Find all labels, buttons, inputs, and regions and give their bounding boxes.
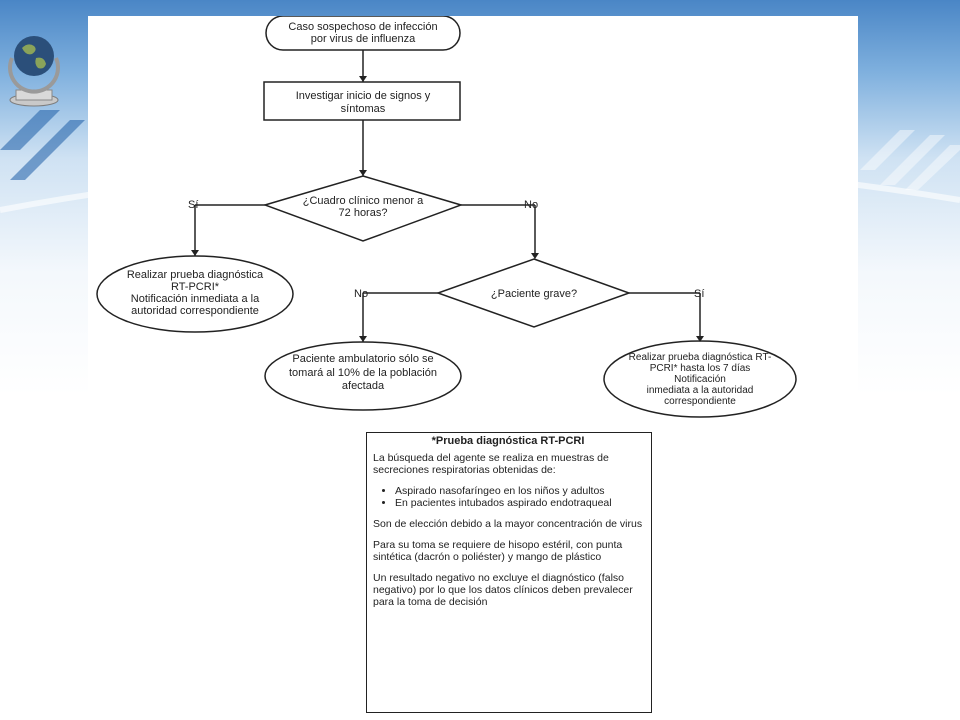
- process-label-line1: Investigar inicio de signos y: [296, 90, 431, 102]
- severe-line1: Realizar prueba diagnóstica RT-: [629, 352, 772, 363]
- decision-diamond-1: [262, 175, 464, 242]
- notes-bullet-1: Aspirado nasofaríngeo en los niños y adu…: [395, 485, 643, 497]
- start-label-line2: por virus de influenza: [311, 33, 416, 45]
- arrow-head: [359, 170, 367, 176]
- left-result-line3: Notificación inmediata a la: [131, 293, 260, 305]
- ambulatory-line3: afectada: [342, 380, 385, 392]
- arrow-head: [696, 336, 704, 342]
- ambulatory-line2: tomará al 10% de la población: [289, 367, 437, 379]
- flowchart: Caso sospechoso de infección por virus d…: [96, 16, 797, 418]
- arrow-head: [191, 250, 199, 256]
- decision2-yes-label: Sí: [694, 288, 704, 300]
- decision1-no-label: No: [524, 199, 538, 211]
- severe-line4: inmediata a la autoridad: [647, 385, 754, 396]
- slide-content: Caso sospechoso de infección por virus d…: [88, 16, 858, 720]
- process-label-line2: síntomas: [341, 103, 386, 115]
- left-result-line4: autoridad correspondiente: [131, 305, 259, 317]
- decision2-no-label: No: [354, 288, 368, 300]
- severe-line2: PCRI* hasta los 7 días: [650, 363, 751, 374]
- notes-paragraph-2: Son de elección debido a la mayor concen…: [373, 518, 643, 530]
- decision2-label: ¿Paciente grave?: [491, 288, 577, 300]
- left-result-line2: RT-PCRI*: [171, 281, 220, 293]
- process-box: [263, 81, 461, 121]
- arrow-head: [359, 336, 367, 342]
- decision1-yes-label: Sí: [188, 199, 198, 211]
- notes-title: *Prueba diagnóstica RT-PCRI: [431, 435, 585, 447]
- decision-diamond-2: [435, 258, 632, 328]
- notes-paragraph-4: Un resultado negativo no excluye el diag…: [373, 572, 633, 608]
- globe-icon: [8, 36, 60, 107]
- test-notes-box: *Prueba diagnóstica RT-PCRI La búsqueda …: [366, 432, 652, 713]
- notes-bullet-2: En pacientes intubados aspirado endotraq…: [395, 497, 643, 509]
- notes-bullet-list: Aspirado nasofaríngeo en los niños y adu…: [373, 485, 643, 509]
- notes-paragraph-3: Para su toma se requiere de hisopo estér…: [373, 539, 623, 563]
- left-result-line1: Realizar prueba diagnóstica: [127, 269, 264, 281]
- severe-line5: correspondiente: [664, 396, 736, 407]
- notes-paragraph-1: La búsqueda del agente se realiza en mue…: [373, 452, 609, 476]
- arrow-head: [531, 253, 539, 259]
- severe-line3: Notificación: [674, 374, 726, 385]
- decision1-label-line1: ¿Cuadro clínico menor a: [303, 195, 424, 207]
- ambulatory-line1: Paciente ambulatorio sólo se: [292, 353, 433, 365]
- decision1-label-line2: 72 horas?: [339, 207, 388, 219]
- arrow-head: [359, 76, 367, 82]
- start-label-line1: Caso sospechoso de infección: [288, 21, 437, 33]
